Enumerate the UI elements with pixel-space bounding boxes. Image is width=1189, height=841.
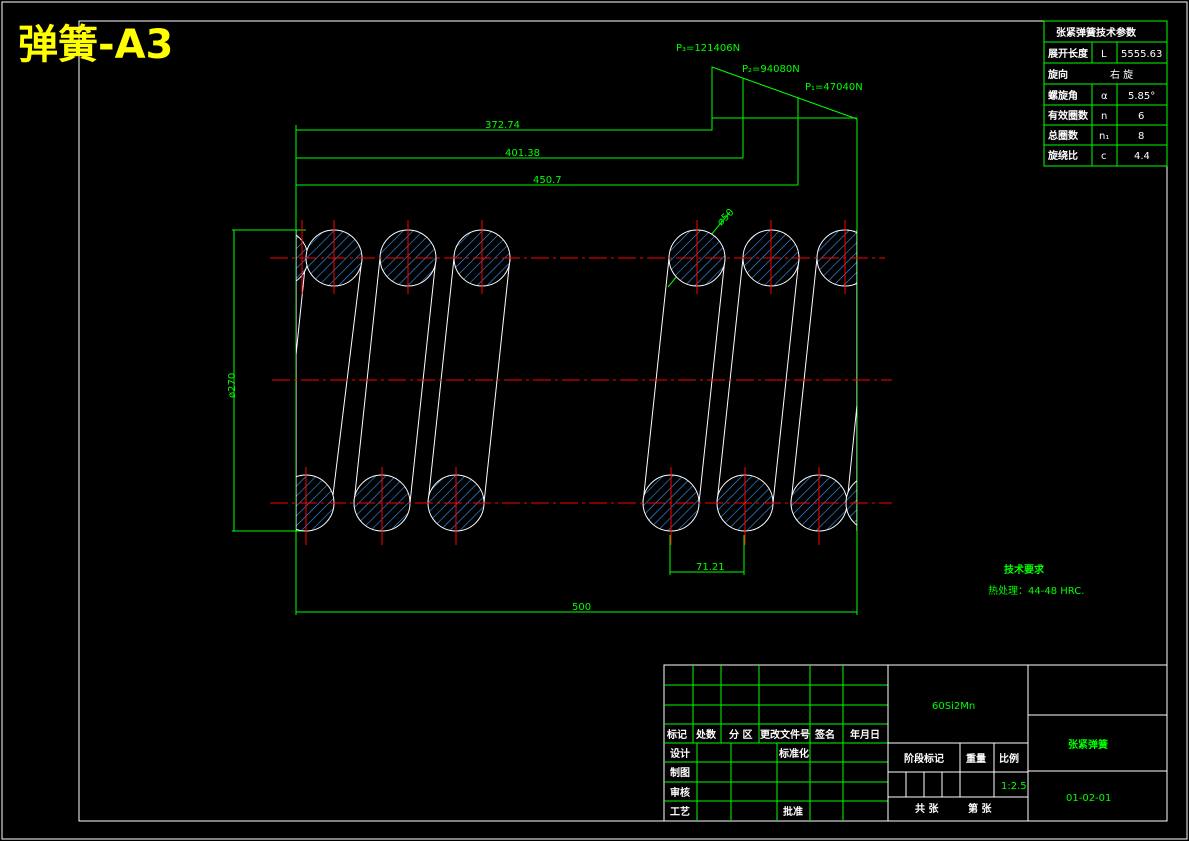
drafting-label: 制图: [670, 766, 690, 779]
param-label: 有效圈数: [1048, 109, 1089, 122]
col-mark: 标记: [666, 728, 687, 741]
review-label: 审核: [670, 786, 690, 799]
col-zone: 分 区: [729, 728, 752, 741]
param-table: 张紧弹簧技术参数 展开长度 L 5555.63 旋向 右 旋 螺旋角 α 5.8…: [1043, 20, 1168, 167]
dim-diameter: ø270: [227, 373, 238, 398]
tech-req-heading: 技术要求: [1004, 563, 1045, 576]
col-count: 处数: [695, 728, 717, 741]
param-label: 总圈数: [1048, 129, 1079, 142]
dim-401: 401.38: [505, 148, 540, 159]
param-symbol: c: [1101, 151, 1107, 162]
dim-pitch: 71.21: [696, 562, 725, 573]
tech-requirements: 技术要求 热处理：44-48 HRC.: [988, 563, 1084, 597]
dim-450: 450.7: [533, 175, 562, 186]
dim-500: 500: [572, 602, 591, 613]
material: 60Si2Mn: [932, 701, 975, 712]
col-change-doc: 更改文件号: [760, 728, 810, 741]
force-p2: P₂=94080N: [742, 64, 800, 75]
ratio-label: 比例: [999, 752, 1019, 765]
param-value: 4.4: [1134, 151, 1150, 162]
param-symbol: α: [1101, 91, 1108, 102]
title-block: 标记 处数 分 区 更改文件号 签名 年月日 设计 标准化 制图 审核 工艺 批…: [663, 664, 1168, 822]
force-p3: P₃=121406N: [676, 43, 740, 54]
dim-372: 372.74: [485, 120, 520, 131]
sheets-total: 共 张: [915, 802, 939, 815]
part-name: 张紧弹簧: [1068, 738, 1108, 751]
param-value: 8: [1138, 131, 1144, 142]
drawing-number: 01-02-01: [1066, 793, 1111, 804]
force-p1: P₁=47040N: [805, 82, 863, 93]
weight-label: 重量: [966, 752, 986, 765]
col-date: 年月日: [850, 728, 880, 741]
param-symbol: n₁: [1099, 131, 1109, 142]
center-lines: [270, 220, 892, 545]
tech-req-line: 热处理：44-48 HRC.: [988, 584, 1084, 597]
process-label: 工艺: [670, 805, 690, 818]
diameter-dimension: ø270: [227, 229, 306, 532]
param-symbol: L: [1101, 49, 1107, 60]
param-table-title: 张紧弹簧技术参数: [1056, 26, 1137, 39]
dim-wire: ø50: [715, 207, 736, 228]
param-label: 螺旋角: [1048, 89, 1078, 102]
inner-frame: [78, 20, 1168, 822]
param-symbol: n: [1101, 111, 1107, 122]
stage-label: 阶段标记: [904, 752, 944, 765]
col-sign: 签名: [814, 728, 835, 741]
param-label: 旋向: [1047, 68, 1068, 81]
scale-value: 1:2.5: [1001, 781, 1027, 792]
param-label: 展开长度: [1048, 47, 1089, 60]
sheet-no: 第 张: [968, 802, 992, 815]
param-value: 5555.63: [1121, 49, 1162, 60]
param-value: 6: [1138, 111, 1144, 122]
standard-label: 标准化: [778, 747, 809, 760]
approve-label: 批准: [783, 805, 803, 818]
param-value: 右 旋: [1110, 68, 1133, 81]
drawing-title: 弹簧-A3: [18, 22, 173, 68]
param-label: 旋绕比: [1047, 149, 1078, 162]
design-label: 设计: [670, 747, 690, 760]
param-value: 5.85°: [1128, 91, 1155, 102]
